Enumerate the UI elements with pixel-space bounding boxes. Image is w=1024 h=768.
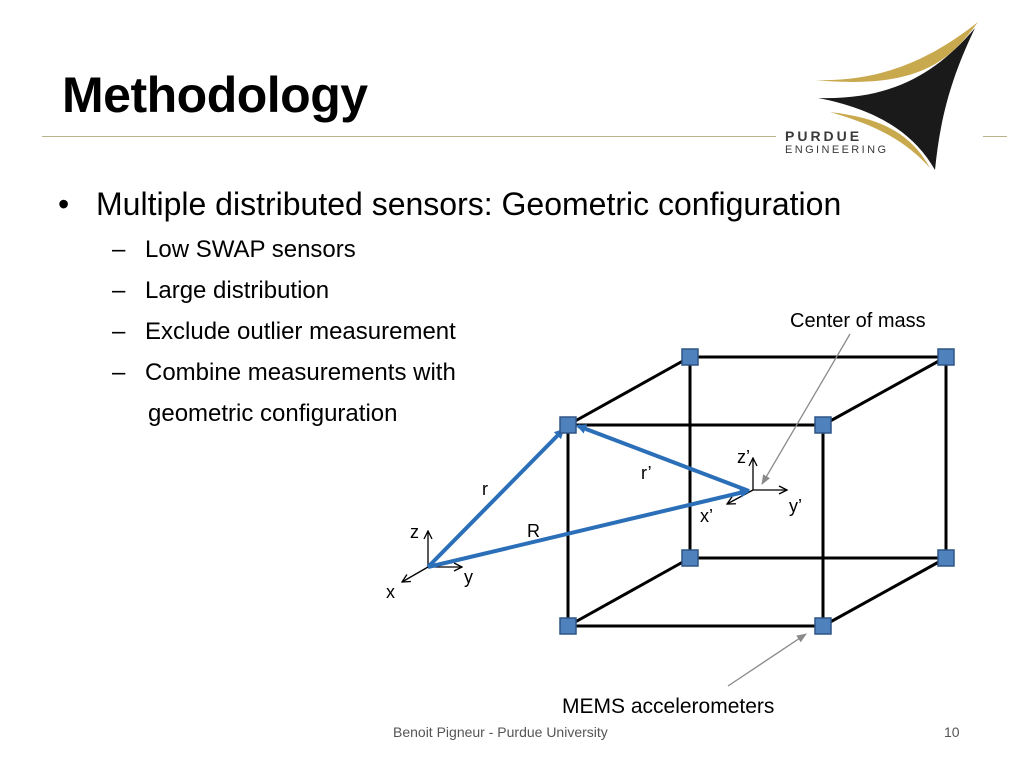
sub-bullet-text: Exclude outlier measurement: [145, 318, 456, 345]
origin-axis-x: [402, 566, 429, 582]
purdue-logo-icon: [815, 22, 978, 170]
slide-title: Methodology: [62, 67, 368, 123]
cube-edge: [822, 556, 947, 628]
position-vectors: [426, 424, 750, 569]
vector-r-prime-label: r’: [641, 463, 652, 483]
sub-bullet-text: Large distribution: [145, 277, 330, 304]
logo-gold-swoosh-top: [815, 22, 978, 82]
cube-edge: [822, 355, 947, 427]
sub-bullet-text: Low SWAP sensors: [145, 236, 356, 263]
vector-R-label: R: [527, 521, 540, 541]
sub-bullet-marker: –: [112, 236, 126, 263]
com-axes: [727, 458, 787, 504]
vector-r-prime: [576, 424, 750, 493]
mems-sensor: [814, 617, 832, 635]
logo-line-purdue: PURDUE: [785, 128, 863, 144]
mems-sensor: [814, 416, 832, 434]
vector-R: [427, 487, 750, 569]
mems-sensor: [681, 348, 699, 366]
page-number: 10: [944, 724, 960, 740]
cube-edge: [567, 355, 691, 427]
com-y-label: y’: [789, 496, 802, 516]
mems-pointer: [727, 633, 807, 687]
mems-sensor: [937, 348, 955, 366]
main-bullet-text: Multiple distributed sensors: Geometric …: [96, 186, 842, 222]
origin-z-label: z: [410, 522, 419, 542]
sub-bullet: –Low SWAP sensors: [112, 236, 356, 264]
sensors: [559, 348, 955, 635]
sub-bullet-marker: –: [112, 318, 126, 345]
main-bullet: • Multiple distributed sensors: Geometric…: [58, 186, 841, 223]
footer-text: Benoit Pigneur - Purdue University: [393, 724, 608, 740]
sub-bullet: –Large distribution: [112, 277, 329, 305]
cube-edges: [566, 355, 948, 628]
sub-bullet: –Combine measurements with: [112, 359, 456, 387]
sub-bullet-continuation: geometric configuration: [148, 400, 398, 427]
sub-bullet-marker: –: [112, 277, 126, 304]
title-rule-right: [983, 136, 1007, 137]
bullet-marker: •: [58, 186, 70, 222]
title-rule-left: [42, 136, 776, 137]
cube-edge: [567, 556, 691, 628]
mems-sensor: [559, 617, 577, 635]
mems-sensor: [681, 549, 699, 567]
center-of-mass-label: Center of mass: [790, 310, 926, 332]
logo-line-engineering: ENGINEERING: [785, 144, 889, 156]
mems-label: MEMS accelerometers: [562, 695, 774, 718]
center-of-mass-pointer: [761, 333, 851, 485]
sub-bullet-text: Combine measurements with: [145, 359, 456, 386]
vector-r: [426, 428, 565, 569]
sub-bullet: –Exclude outlier measurement: [112, 318, 456, 346]
origin-x-label: x: [386, 582, 395, 602]
sub-bullet-marker: –: [112, 359, 126, 386]
com-z-label: z’: [737, 447, 750, 467]
mems-sensor: [937, 549, 955, 567]
mems-sensor: [559, 416, 577, 434]
origin-y-label: y: [464, 567, 473, 587]
vector-r-label: r: [482, 479, 488, 499]
com-x-label: x’: [700, 506, 713, 526]
logo-black-swoosh: [818, 28, 975, 170]
